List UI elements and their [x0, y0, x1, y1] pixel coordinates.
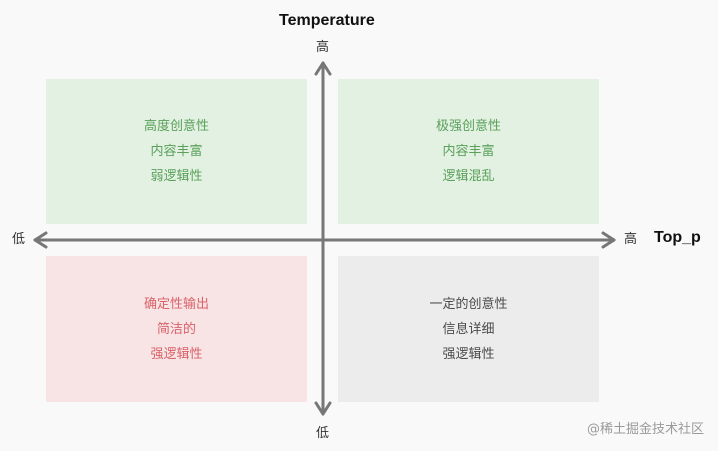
quadrant-top-right-line-3: 逻辑混乱 — [442, 169, 495, 184]
quadrant-bottom-left-line-3: 强逻辑性 — [150, 346, 203, 362]
quadrant-top-right: 极强创意性 内容丰富 逻辑混乱 — [338, 79, 599, 224]
horizontal-axis-arrow — [33, 231, 616, 249]
quadrant-top-right-line-2: 内容丰富 — [442, 144, 495, 159]
horizontal-axis-high-label: 高 — [624, 232, 638, 247]
quadrant-bottom-left-line-2: 简洁的 — [156, 321, 196, 337]
vertical-axis-high-label: 高 — [316, 40, 330, 55]
quadrant-bottom-right-line-1: 一定的创意性 — [429, 296, 508, 312]
vertical-axis-title: Temperature — [279, 12, 375, 29]
quadrant-top-left-line-3: 弱逻辑性 — [150, 169, 203, 184]
quadrant-bottom-right: 一定的创意性 信息详细 强逻辑性 — [338, 256, 599, 402]
vertical-axis-low-label: 低 — [316, 426, 330, 441]
quadrant-bottom-left: 确定性输出 简洁的 强逻辑性 — [46, 256, 307, 402]
quadrant-top-left-line-1: 高度创意性 — [143, 119, 209, 134]
quadrant-top-left: 高度创意性 内容丰富 弱逻辑性 — [46, 79, 307, 224]
horizontal-axis-low-label: 低 — [12, 232, 26, 247]
quadrant-top-left-line-2: 内容丰富 — [150, 144, 203, 159]
horizontal-axis-title: Top_p — [654, 229, 701, 246]
quadrant-bottom-right-line-3: 强逻辑性 — [442, 346, 495, 362]
quadrant-bottom-right-line-2: 信息详细 — [442, 321, 495, 337]
quadrant-top-right-line-1: 极强创意性 — [435, 119, 501, 134]
watermark: @稀土掘金技术社区 — [586, 422, 704, 437]
quadrant-bottom-left-line-1: 确定性输出 — [143, 296, 209, 312]
